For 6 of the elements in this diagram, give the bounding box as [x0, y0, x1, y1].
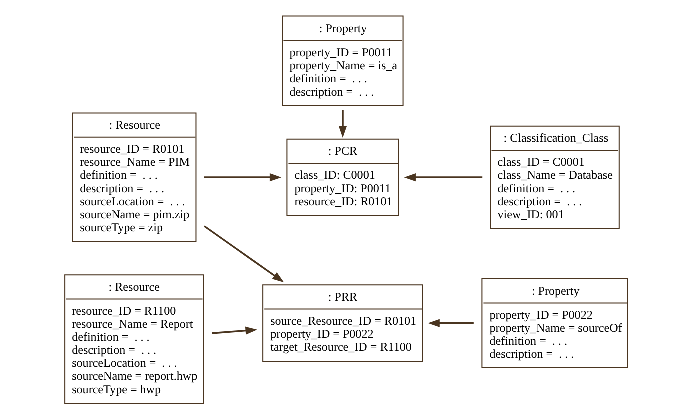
arrow	[204, 174, 282, 182]
arrow	[338, 110, 348, 138]
arrow	[204, 226, 284, 283]
arrow	[404, 174, 483, 182]
arrow	[428, 319, 474, 328]
arrow	[212, 326, 258, 335]
